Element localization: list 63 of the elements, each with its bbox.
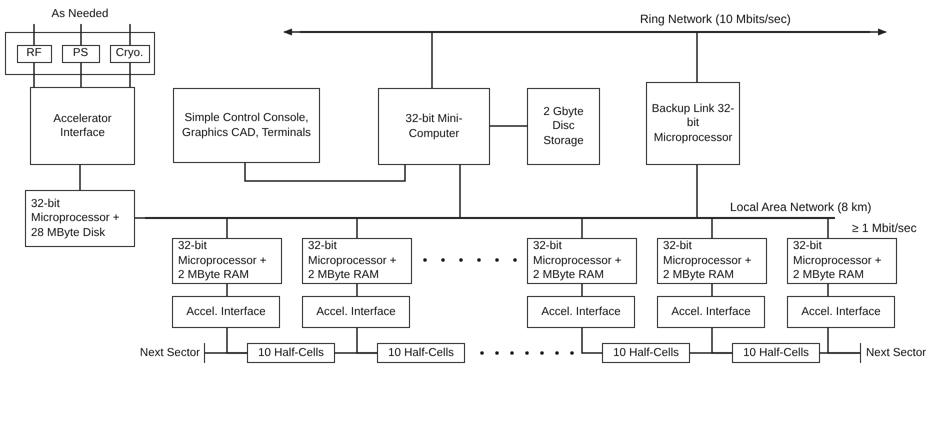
connector-line: [581, 328, 602, 354]
connector-line: [356, 284, 358, 296]
connector-line: [80, 63, 82, 87]
connector-line: [226, 219, 228, 238]
connector-line: [690, 352, 732, 354]
connector-line: [459, 165, 461, 217]
process-box: Accel. Interface: [657, 296, 765, 328]
connector-line: [33, 63, 35, 87]
connector-line: [711, 284, 713, 296]
process-box: PS: [62, 44, 100, 62]
connector-line: [696, 165, 698, 217]
process-box: Accel. Interface: [302, 296, 410, 328]
process-box: 32-bit Microprocessor + 2 MByte RAM: [657, 238, 767, 284]
process-box: 10 Half-Cells: [732, 343, 820, 363]
process-box: 10 Half-Cells: [602, 343, 690, 363]
process-box: 32-bit Microprocessor + 2 MByte RAM: [172, 238, 282, 284]
process-box: 32-bit Mini-Computer: [378, 88, 490, 165]
connector-line: [827, 219, 829, 238]
connector-line: [205, 352, 247, 354]
process-box: 32-bit Microprocessor + 2 MByte RAM: [787, 238, 897, 284]
process-box: 32-bit Microprocessor + 28 MByte Disk: [25, 190, 135, 247]
connector-line: [80, 24, 82, 45]
connector-line: [129, 63, 131, 87]
connector-line: [827, 284, 829, 296]
sector-link-box: Next Sector: [860, 343, 940, 363]
process-box: Accel. Interface: [172, 296, 280, 328]
network-bus-line: [300, 31, 870, 33]
connector-line: [581, 219, 583, 238]
connector-line: [356, 219, 358, 238]
arrow: [870, 28, 887, 36]
connector-line: [226, 284, 228, 296]
network-bus-line: [145, 217, 835, 219]
bus-label: Local Area Network (8 km): [730, 200, 872, 214]
process-box: 32-bit Microprocessor + 2 MByte RAM: [302, 238, 412, 284]
process-box: Simple Control Console, Graphics CAD, Terminals: [173, 88, 320, 163]
connector-line: [33, 24, 35, 45]
connector-line: [335, 352, 377, 354]
connector-line: [490, 125, 527, 127]
group-frame: [5, 32, 155, 75]
process-box: 2 Gbyte Disc Storage: [527, 88, 600, 165]
process-box: 10 Half-Cells: [247, 343, 335, 363]
connector-line: [711, 219, 713, 238]
connector-line: [129, 24, 131, 45]
connector-line: [135, 217, 145, 219]
process-box: Accelerator Interface: [30, 87, 135, 165]
connector-line: [244, 163, 406, 182]
process-box: Accel. Interface: [787, 296, 895, 328]
arrow: [283, 28, 300, 36]
connector-line: [581, 284, 583, 296]
process-box: Backup Link 32-bit Microprocessor: [646, 82, 740, 165]
connector-line: [696, 33, 698, 82]
sector-link-box: Next Sector: [100, 343, 205, 363]
process-box: 10 Half-Cells: [377, 343, 465, 363]
connector-line: [431, 33, 433, 88]
bus-label: ≥ 1 Mbit/sec: [852, 221, 917, 235]
bus-label: Ring Network (10 Mbits/sec): [640, 12, 791, 26]
group-heading: As Needed: [20, 4, 140, 24]
connector-line: [820, 352, 860, 354]
process-box: Cryo.: [110, 44, 150, 62]
process-box: Accel. Interface: [527, 296, 635, 328]
process-box: RF: [16, 44, 52, 62]
process-box: 32-bit Microprocessor + 2 MByte RAM: [527, 238, 637, 284]
connector-line: [79, 165, 81, 190]
